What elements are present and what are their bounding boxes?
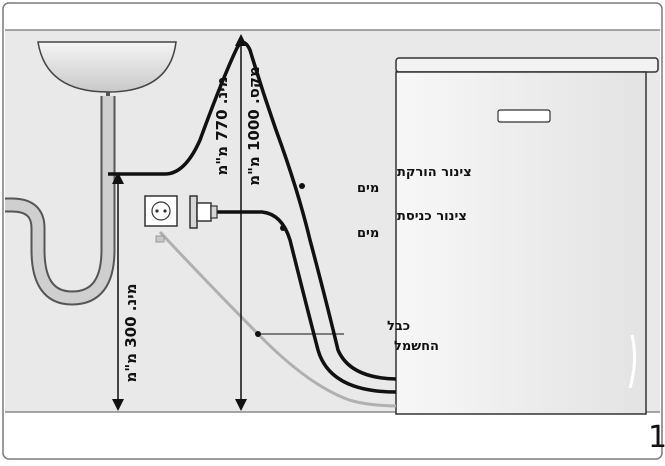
sink-basin	[37, 41, 177, 93]
dimension-770-1000-arrow-bottom	[235, 399, 247, 411]
tap-flange	[189, 195, 198, 229]
dishwasher-reflection	[628, 334, 637, 389]
sink-trap-pipe	[5, 96, 114, 304]
floor-strip	[5, 412, 660, 456]
inlet-hose	[216, 210, 397, 394]
socket-face	[151, 201, 171, 221]
dimension-300-label: מינ. 300 מ"מ	[122, 283, 140, 382]
inlet-hose-label-line1: צינור כניסת	[397, 209, 467, 224]
inlet-hose-label-line2: מים	[357, 226, 379, 241]
dishwasher-handle	[497, 109, 551, 123]
drain-hose-label-line1: צינור הורקת	[397, 165, 472, 180]
dimension-770-label: מינ. 770 מ"מ	[213, 76, 231, 175]
socket-hole-left	[155, 209, 159, 213]
dimension-300-arrow-top	[112, 172, 124, 184]
dimension-1000-label: מקס. 1000 מ"מ	[245, 66, 263, 186]
dimension-300-arrow-bottom	[112, 399, 124, 411]
dimension-770-1000-arrow-top	[235, 34, 247, 46]
drain-hose-pointer-dot	[299, 183, 305, 189]
dishwasher-top	[395, 57, 659, 73]
power-cable-label-line2: החשמל	[394, 339, 439, 354]
power-plug	[155, 235, 165, 243]
figure-caption: איור 1	[648, 420, 665, 455]
tap-body	[196, 202, 212, 222]
tap-connector	[210, 205, 218, 219]
power-cable	[158, 230, 397, 408]
socket-hole-right	[163, 209, 167, 213]
figure-frame	[2, 2, 663, 460]
inlet-hose-pointer-dot	[280, 225, 286, 231]
dishwasher-body	[395, 71, 647, 415]
drain-hose	[108, 40, 397, 381]
wall-socket	[144, 195, 178, 227]
power-cable-label-line1: כבל	[387, 319, 410, 334]
drain-hose-label-line2: מים	[357, 181, 379, 196]
